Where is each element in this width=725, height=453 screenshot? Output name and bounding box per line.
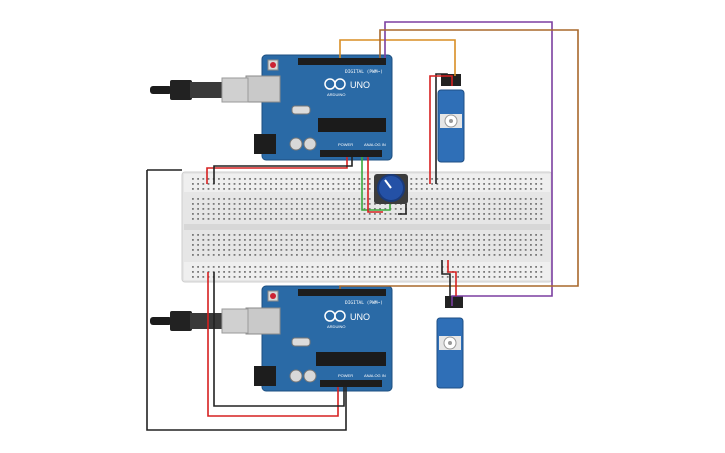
model-label-bottom: UNO [350,312,370,322]
microcontroller-chip-bottom [316,352,386,366]
reset-button-top [270,62,276,68]
wire-red-bottom-servo [447,260,457,296]
servo-top[interactable] [437,74,465,163]
microcontroller-chip-top [318,118,386,132]
wire-red-top-5v [206,157,348,184]
wire-red-pot [367,157,383,213]
arduino-uno-top[interactable]: DIGITAL (PWM~) UNO ARDUINO POWER ANALOG … [245,54,393,161]
capacitor-bottom-1 [289,369,303,383]
wire-black-bottom-servo [441,260,451,296]
usb-port-top [245,75,281,103]
arduino-uno-bottom[interactable]: DIGITAL (PWM~) UNO ARDUINO POWER ANALOG … [245,285,393,392]
wire-red-bottom-5v [207,272,339,417]
analog-label-top: ANALOG IN [364,142,386,147]
wires [146,21,579,431]
wire-red-top-servo [429,75,453,184]
breadboard-holes [192,178,543,278]
usb-cable-top [150,77,249,103]
power-header-top [320,150,382,157]
brand-label-bottom: ARDUINO [327,324,345,329]
wire-brown-signal [339,29,579,289]
capacitor-top-2 [303,137,317,151]
power-label-top: POWER [338,142,353,147]
wire-black-pot [398,204,407,215]
brand-label-top: ARDUINO [327,92,345,97]
wire-green-pot [361,157,391,211]
digital-header-top [298,58,386,65]
usb-port-bottom [245,307,281,335]
reset-button-bottom [270,293,276,299]
power-label-bottom: POWER [338,373,353,378]
wire-orange-top-servo [339,39,456,76]
analog-label-bottom: ANALOG IN [364,373,386,378]
digital-label-top: DIGITAL (PWM~) [345,69,383,75]
capacitor-bottom-2 [303,369,317,383]
power-jack-bottom [254,366,276,386]
arduino-logo-bottom [324,310,346,322]
wire-purple-signal [384,21,553,306]
wire-black-top-gnd [213,157,353,184]
crystal-top [291,105,311,115]
capacitor-top-1 [289,137,303,151]
power-jack-top [254,134,276,154]
potentiometer[interactable] [374,174,408,204]
wire-black-top-servo [435,73,448,184]
wire-black-ground-loop [146,169,347,431]
digital-header-bottom [298,289,386,296]
wire-black-bottom-gnd [213,272,345,407]
breadboard[interactable] [181,171,553,283]
servo-bottom[interactable] [436,296,464,389]
power-header-bottom [320,380,382,387]
arduino-logo-top [324,78,346,90]
model-label-top: UNO [350,80,370,90]
digital-label-bottom: DIGITAL (PWM~) [345,300,383,306]
crystal-bottom [291,337,311,347]
usb-cable-bottom [150,308,249,334]
